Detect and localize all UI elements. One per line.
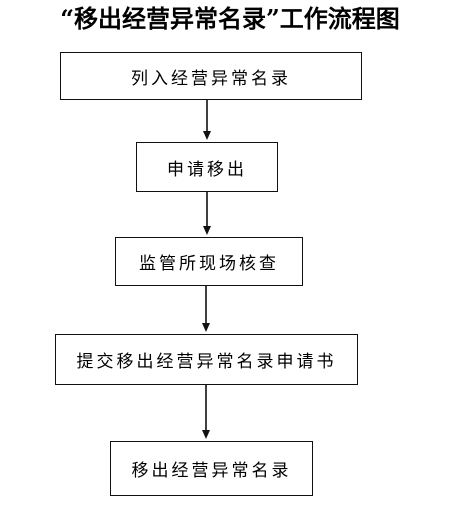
step-5-label: 移出经营异常名录 <box>131 461 292 481</box>
step-4-box: 提交移出经营异常名录申请书 <box>55 334 358 385</box>
step-3-label: 监管所现场核查 <box>139 254 279 274</box>
arrow-4-5 <box>202 385 210 439</box>
page-title: “移出经营异常名录”工作流程图 <box>60 4 400 33</box>
arrow-2-3 <box>203 192 211 235</box>
arrow-1-2 <box>203 100 211 140</box>
step-2-label: 申请移出 <box>167 159 247 180</box>
step-1-box: 列入经营异常名录 <box>60 52 362 100</box>
step-4-label: 提交移出经营异常名录申请书 <box>76 352 337 372</box>
step-3-box: 监管所现场核查 <box>115 237 303 286</box>
step-5-box: 移出经营异常名录 <box>110 441 313 496</box>
step-2-box: 申请移出 <box>136 142 278 192</box>
step-1-label: 列入经营异常名录 <box>131 68 291 89</box>
arrow-3-4 <box>202 286 210 332</box>
